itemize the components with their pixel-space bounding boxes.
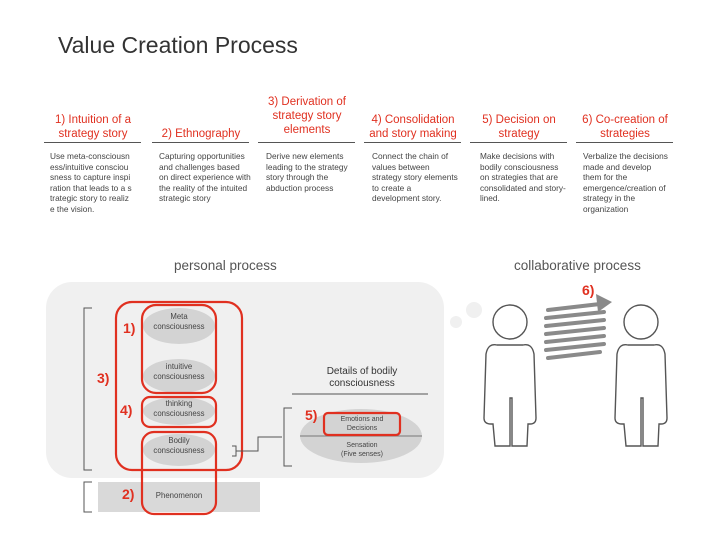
- frame-step-5: [322, 411, 402, 437]
- marker-step-2: 2): [122, 486, 135, 502]
- step-4-description: Connect the chain of values between stra…: [372, 151, 458, 204]
- page-title: Value Creation Process: [58, 32, 298, 58]
- thought-bubble-medium: [466, 302, 482, 318]
- emotions-decisions-label: Emotions and Decisions: [340, 416, 384, 432]
- collaborative-process-label: collaborative process: [514, 258, 641, 273]
- step-2-title: 2) Ethnography: [161, 128, 241, 140]
- marker-step-3: 3): [97, 370, 110, 386]
- marker-step-4: 4): [120, 402, 133, 418]
- frame-step-3: [114, 300, 244, 472]
- meta-consciousness-ellipse: [143, 308, 215, 344]
- phenomenon-label: Phenomenon: [155, 491, 203, 500]
- step-3-title: 3) Derivation of strategy story elements: [268, 96, 346, 136]
- spiral-arrow-head: [596, 294, 612, 312]
- intuitive-consciousness-ellipse: [143, 359, 215, 393]
- step-4-underline: [364, 142, 461, 143]
- person-left-icon: [483, 304, 537, 447]
- step-6-underline: [576, 142, 673, 143]
- step-2-description: Capturing opportunities and challenges b…: [159, 151, 251, 204]
- details-connector: [236, 436, 282, 452]
- bodily-consciousness-label: Bodily consciousness: [153, 436, 205, 455]
- bodily-consciousness-ellipse: [143, 434, 215, 466]
- marker-step-1: 1): [123, 320, 136, 336]
- intuitive-consciousness-label: intuitive consciousness: [153, 362, 205, 381]
- thinking-consciousness-ellipse: [143, 397, 215, 425]
- frame-step-4: [140, 395, 218, 429]
- sensation-label: Sensation (Five senses): [340, 442, 383, 458]
- meta-consciousness-label: Meta consciousness: [153, 312, 205, 331]
- step-2-underline: [152, 142, 249, 143]
- step-1-description: Use meta-consciousness/intuitive conscio…: [50, 151, 132, 214]
- step-5-title: 5) Decision on strategy: [482, 114, 556, 140]
- step-1-underline: [44, 142, 141, 143]
- step-4-title: 4) Consolidation and story making: [369, 114, 457, 140]
- step-5-underline: [470, 142, 567, 143]
- personal-process-label: personal process: [174, 258, 277, 273]
- frame-step-2: [140, 430, 218, 516]
- phenomenon-bar: [98, 482, 260, 512]
- bracket-phenomenon: [83, 481, 92, 513]
- thinking-consciousness-label: thinking consciousness: [153, 399, 205, 418]
- step-6-description: Verbalize the decisions made and develop…: [583, 151, 668, 214]
- details-title: Details of bodily consciousness: [326, 366, 398, 389]
- marker-step-6: 6): [582, 282, 595, 298]
- spiral-interaction-icon: [544, 302, 606, 360]
- bracket-layers: [83, 307, 92, 471]
- thought-bubble-small: [450, 316, 462, 328]
- frame-step-1: [140, 303, 218, 395]
- step-6-title: 6) Co-creation of strategies: [582, 114, 668, 140]
- step-3-description: Derive new elements leading to the strat…: [266, 151, 348, 193]
- step-5-description: Make decisions with bodily consciousness…: [480, 151, 566, 204]
- marker-step-5: 5): [305, 407, 318, 423]
- step-3-underline: [258, 142, 355, 143]
- step-1-title: 1) Intuition of a strategy story: [54, 114, 132, 140]
- bracket-details: [283, 407, 292, 467]
- person-right-icon: [614, 304, 668, 447]
